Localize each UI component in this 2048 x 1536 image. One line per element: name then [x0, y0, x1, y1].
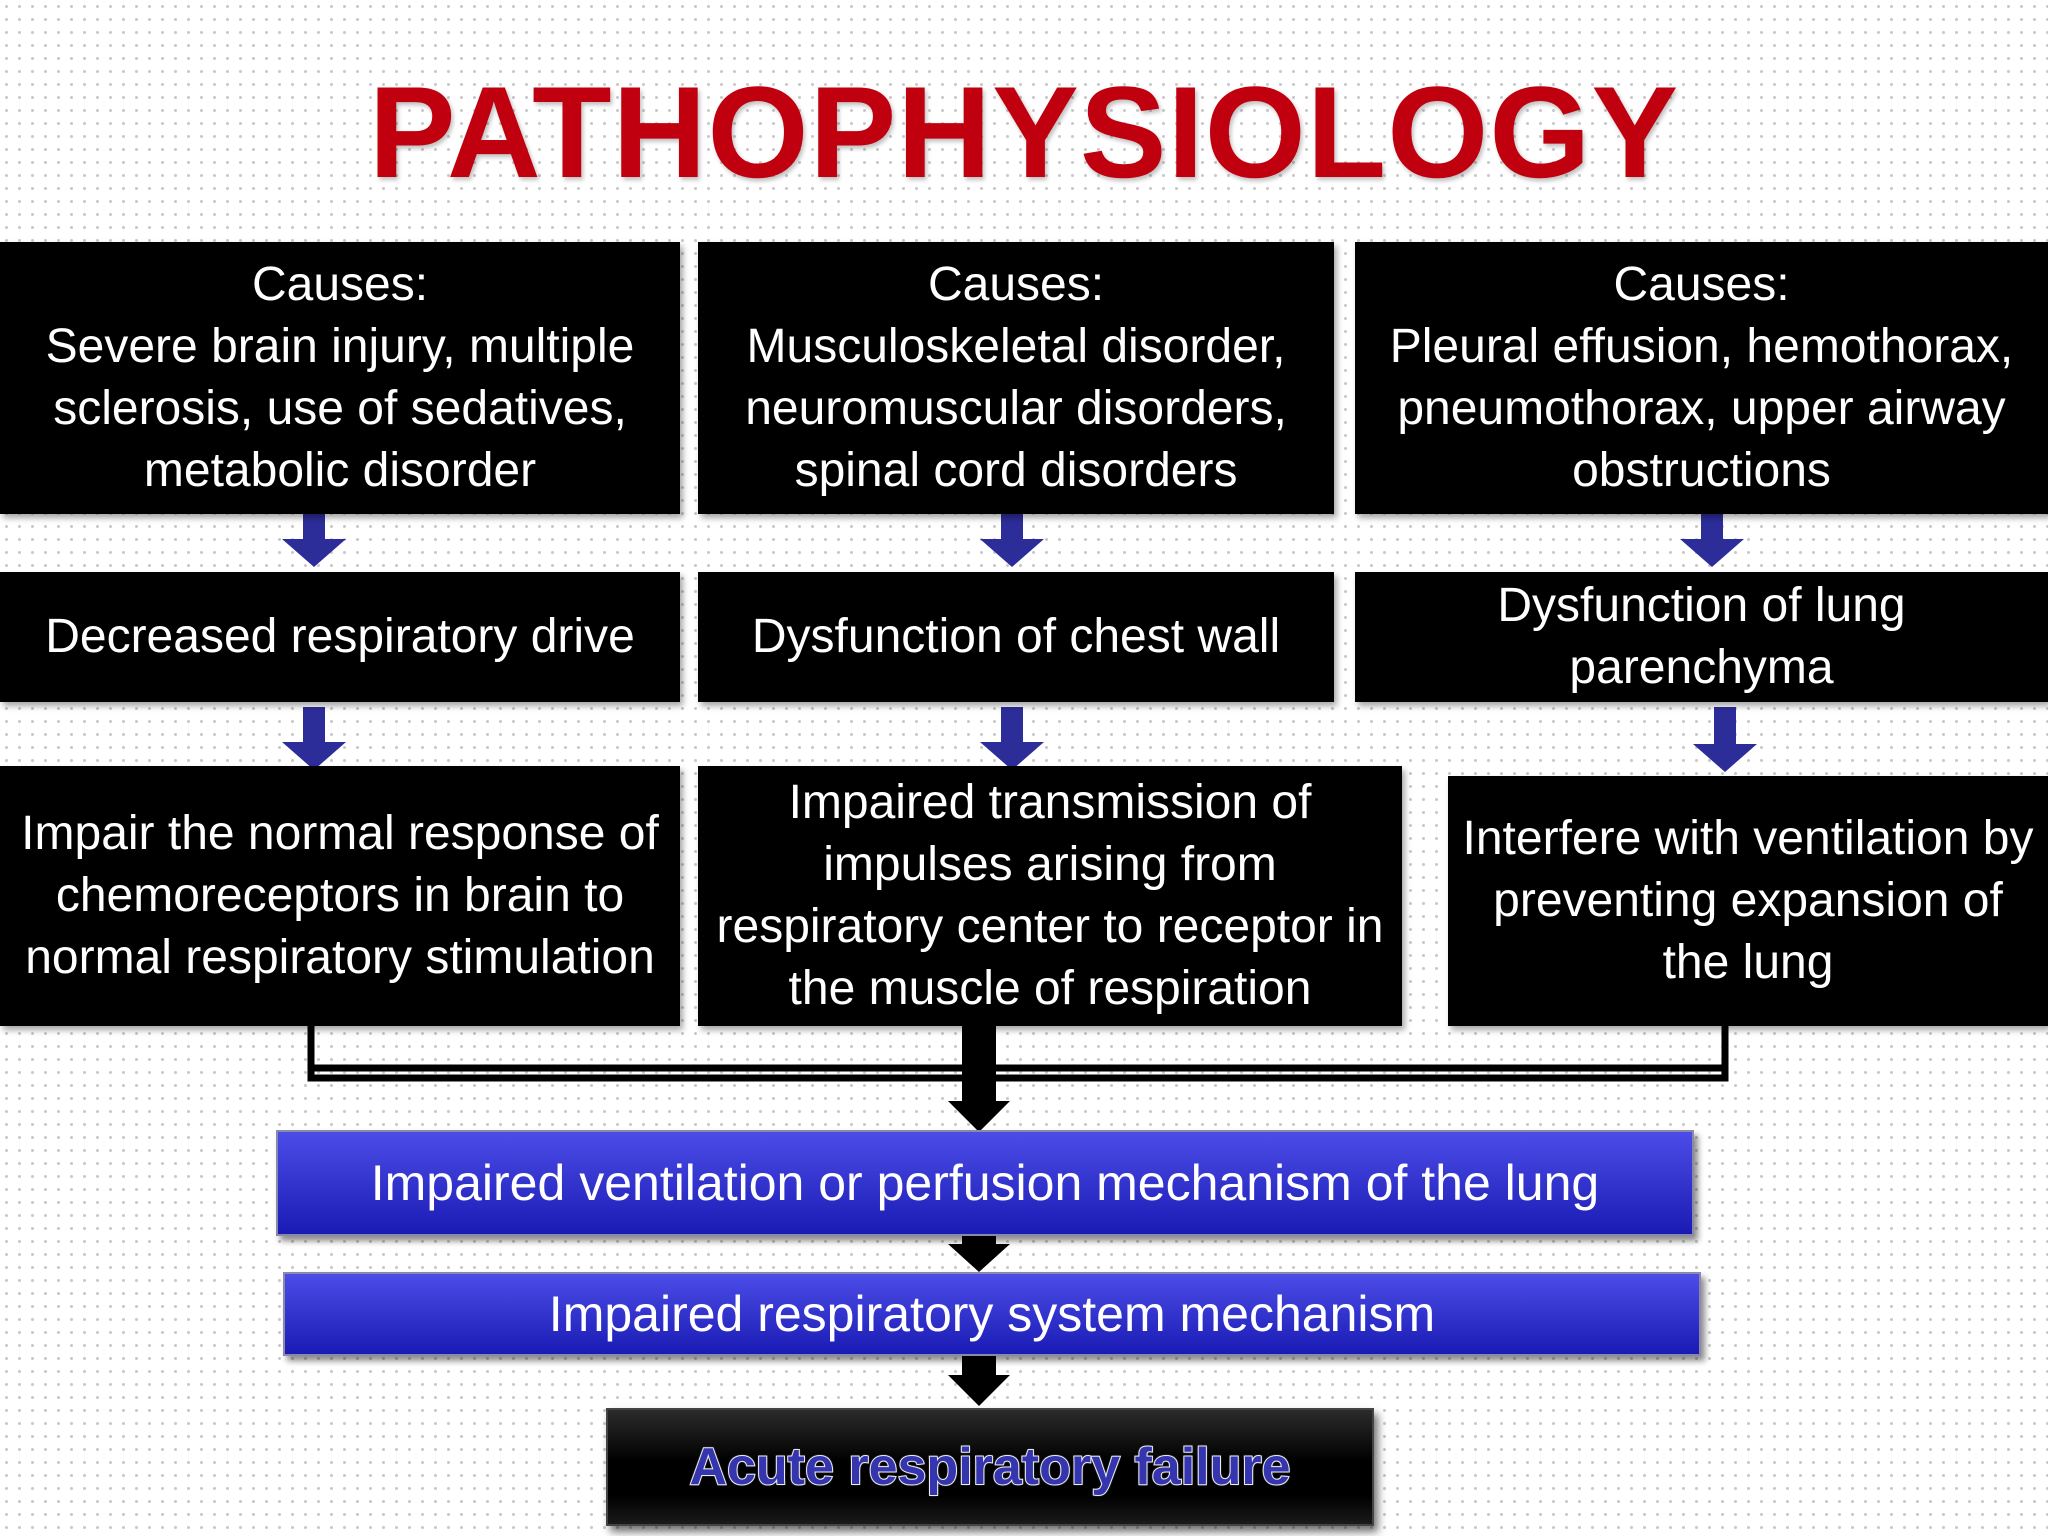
process-text-ventilation: Impaired ventilation or perfusion mechan… — [370, 1155, 1600, 1211]
dysfunction-box-2: Dysfunction of chest wall — [698, 572, 1334, 702]
page-title: PATHOPHYSIOLOGY — [368, 59, 1680, 205]
black-arrows — [948, 1025, 1010, 1406]
effect-box-1: Impair the normal response of chemorecep… — [0, 766, 680, 1026]
causes-label-1: Causes: — [251, 258, 429, 311]
down-arrow-icon — [980, 707, 1044, 770]
dysfunction-box-3: Dysfunction of lung parenchyma — [1355, 572, 2048, 702]
down-arrows — [282, 507, 1757, 772]
dysfunction-box-1: Decreased respiratory drive — [0, 572, 680, 702]
outcome-box: Acute respiratory failure — [606, 1408, 1374, 1526]
effect-text-2: Impaired transmission of impulses arisin… — [716, 776, 1384, 1015]
process-box-ventilation: Impaired ventilation or perfusion mechan… — [276, 1130, 1694, 1236]
causes-text-2: Musculoskeletal disorder, neuromuscular … — [745, 320, 1287, 497]
causes-box-3: Causes: Pleural effusion, hemothorax, pn… — [1355, 242, 2048, 514]
causes-box-1: Causes: Severe brain injury, multiple sc… — [0, 242, 680, 514]
causes-box-2: Causes: Musculoskeletal disorder, neurom… — [698, 242, 1334, 514]
process-box-respiratory: Impaired respiratory system mechanism — [283, 1272, 1701, 1356]
effect-box-2: Impaired transmission of impulses arisin… — [698, 766, 1402, 1026]
causes-text-3: Pleural effusion, hemothorax, pneumothor… — [1389, 320, 2014, 497]
effect-text-1: Impair the normal response of chemorecep… — [21, 807, 659, 984]
causes-label-2: Causes: — [927, 258, 1105, 311]
process-text-respiratory: Impaired respiratory system mechanism — [548, 1286, 1436, 1342]
down-arrow-icon — [282, 707, 346, 770]
dysfunction-text-2: Dysfunction of chest wall — [751, 610, 1281, 663]
causes-text-1: Severe brain injury, multiple sclerosis,… — [45, 320, 635, 497]
outcome-text: Acute respiratory failure — [688, 1437, 1291, 1497]
effect-box-3: Interfere with ventilation by preventing… — [1448, 776, 2048, 1026]
down-arrow-icon — [980, 512, 1044, 567]
dysfunction-text-3: Dysfunction of lung parenchyma — [1497, 579, 1906, 694]
effect-text-3: Interfere with ventilation by preventing… — [1462, 812, 2034, 989]
down-arrow-icon — [282, 512, 346, 567]
dysfunction-text-1: Decreased respiratory drive — [45, 610, 635, 663]
down-arrow-icon — [1693, 707, 1757, 772]
down-arrow-icon — [1680, 507, 1744, 567]
merge-lines — [307, 1025, 1729, 1082]
causes-label-3: Causes: — [1613, 258, 1790, 311]
